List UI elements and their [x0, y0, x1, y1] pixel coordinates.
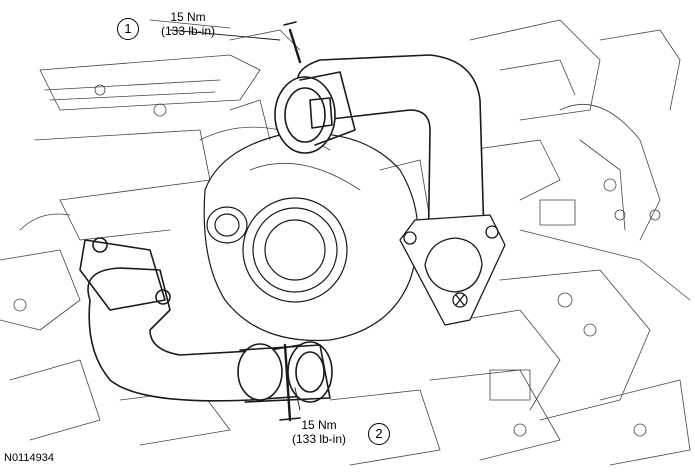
lower-inlet-pipe [79, 237, 333, 422]
callout-2-torque-imperial: (133 lb-in) [291, 432, 347, 446]
callout-2-torque-metric: 15 Nm [301, 418, 337, 432]
callout-2-leader [294, 387, 301, 411]
turbocharger-housing [203, 132, 419, 342]
callout-1-leader [169, 29, 281, 41]
callout-1-torque-imperial: (133 lb-in) [160, 24, 216, 38]
callout-1-torque-metric: 15 Nm [170, 10, 206, 24]
engine-background-lines [0, 19, 691, 466]
upper-pipe-flange [399, 214, 506, 326]
callout-1-badge: 1 [117, 18, 139, 40]
callout-2-badge: 2 [368, 423, 390, 445]
figure-id: N0114934 [4, 452, 54, 464]
